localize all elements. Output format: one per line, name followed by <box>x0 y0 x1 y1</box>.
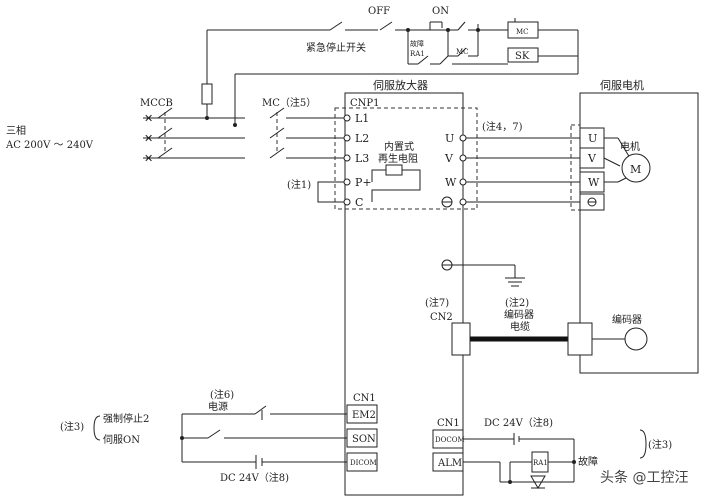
ra1-label: RA1 <box>410 50 425 58</box>
motor-symbol <box>621 153 651 183</box>
dc24-left-label: DC 24V（注8) <box>220 471 289 484</box>
l2-label: L2 <box>355 132 369 145</box>
emergency-stop-label: 紧急停止开关 <box>306 41 366 54</box>
servo-amp-title: 伺服放大器 <box>373 78 428 92</box>
ra1-coil-label: RA1 <box>533 459 548 467</box>
motor-u-label: U <box>588 132 597 145</box>
servo-on-label: 伺服ON <box>103 433 140 446</box>
svg-text:✕: ✕ <box>144 112 153 125</box>
cnp1-label: CNP1 <box>350 98 380 109</box>
mc-coil-label: MC <box>516 28 529 36</box>
note2-label: (注2) <box>505 296 529 309</box>
note47-label: (注4，7) <box>482 120 523 133</box>
cn1-left-label: CN1 <box>353 393 376 404</box>
l1-label: L1 <box>355 112 369 125</box>
motor-v-label: V <box>587 152 597 165</box>
fault-right-label: 故障 <box>578 455 598 468</box>
regen-resistor <box>385 164 403 176</box>
v-terminal-label: V <box>444 152 454 165</box>
cn2-label: CN2 <box>430 312 453 323</box>
svg-text:✕: ✕ <box>144 152 153 165</box>
u-terminal-label: U <box>445 132 454 145</box>
encoder-cable-label-1: 编码器 <box>504 308 534 321</box>
servo-motor-title: 伺服电机 <box>600 78 644 92</box>
encoder-connector <box>567 322 593 356</box>
cn1-right-label: CN1 <box>437 418 460 429</box>
cn2-connector <box>451 322 471 356</box>
three-phase-label: 三相 <box>6 124 26 137</box>
motor-m-label: M <box>630 163 641 176</box>
dc24-right-label: DC 24V（注8) <box>484 416 553 429</box>
note3-right-label: (注3) <box>648 438 672 451</box>
em2-label: EM2 <box>352 410 376 421</box>
docom-label: DOCOM <box>435 436 465 444</box>
control-circuit <box>201 18 579 125</box>
encoder-cable-label-2: 电缆 <box>510 320 530 333</box>
note6-label: (注6) <box>210 388 234 401</box>
ac-supply-label: AC 200V ～ 240V <box>5 140 94 151</box>
output-wiring <box>463 433 576 489</box>
mccb-label: MCCB <box>140 98 173 109</box>
note1-label: (注1) <box>287 178 311 191</box>
ground-symbol <box>441 259 525 287</box>
mc-contact-label: MC <box>456 48 469 56</box>
motor-label: 电机 <box>620 140 640 153</box>
output-terminals <box>441 134 467 208</box>
son-label: SON <box>352 434 376 445</box>
forced-stop2-label: 强制停止2 <box>103 412 149 425</box>
p-c-jumper <box>317 181 344 203</box>
cnp1-terminals <box>343 114 351 206</box>
regen-label: 再生电阻 <box>378 152 418 165</box>
ra1-coil <box>531 451 549 473</box>
dicom-label: DICOM <box>350 459 377 467</box>
fault-label: 故障 <box>410 39 424 48</box>
encoder-symbol <box>624 327 648 351</box>
power-input-wiring: ✕ ✕ ✕ <box>143 107 345 165</box>
note7-cn2-label: (注7) <box>425 296 449 309</box>
c-label: C <box>355 196 363 209</box>
input-wiring <box>180 405 347 469</box>
power-label: 电源 <box>208 400 228 413</box>
motor-power-wiring <box>466 137 580 203</box>
internal-label: 内置式 <box>384 140 414 153</box>
mc-note5-label: MC（注5） <box>262 96 316 109</box>
motor-w-label: W <box>588 176 600 189</box>
watermark: 头条 @工控汪 <box>600 469 688 486</box>
pplus-label: P+ <box>355 176 372 189</box>
w-terminal-label: W <box>445 176 457 189</box>
brace <box>93 415 101 441</box>
l3-label: L3 <box>355 152 369 165</box>
svg-text:✕: ✕ <box>144 132 153 145</box>
sk-label: SK <box>515 51 530 62</box>
on-label: ON <box>432 6 449 17</box>
note3-left-label: (注3) <box>60 420 84 433</box>
encoder-label: 编码器 <box>612 313 642 326</box>
servo-amplifier-box <box>344 92 464 496</box>
off-label: OFF <box>368 6 390 17</box>
alm-label: ALM <box>437 458 462 469</box>
